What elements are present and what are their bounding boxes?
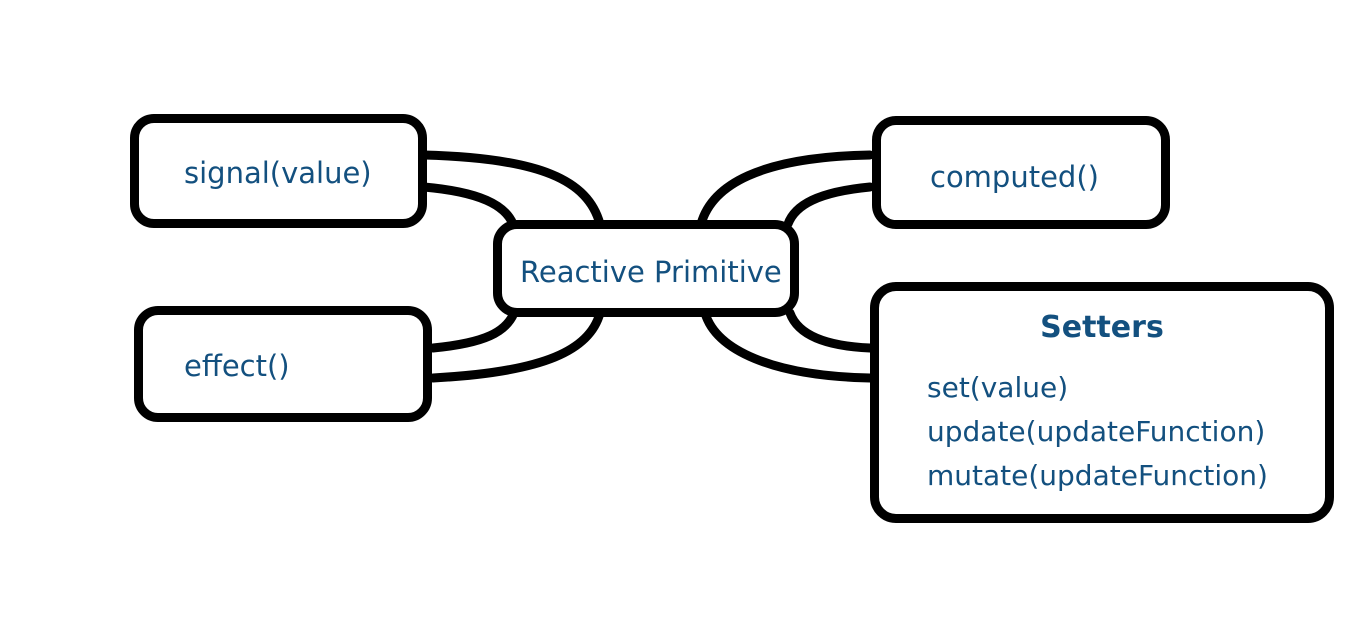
connector-computed-inner xyxy=(783,182,875,229)
computed-node: computed() xyxy=(872,116,1170,229)
setter-item-update: update(updateFunction) xyxy=(927,415,1266,448)
effect-node: effect() xyxy=(134,306,432,422)
signal-node-label: signal(value) xyxy=(184,156,372,190)
setters-node: Setters set(value) update(updateFunction… xyxy=(870,282,1334,523)
setters-title: Setters xyxy=(1040,310,1164,345)
reactive-primitive-node: Reactive Primitive xyxy=(493,220,799,317)
connector-effect-inner xyxy=(428,308,519,353)
setters-list: set(value) update(updateFunction) mutate… xyxy=(927,366,1268,498)
signal-node: signal(value) xyxy=(130,114,427,228)
connector-computed-outer xyxy=(696,150,875,229)
computed-node-label: computed() xyxy=(930,160,1099,194)
connector-setters-outer xyxy=(700,308,875,383)
connector-signal-inner xyxy=(419,182,518,229)
setter-item-set: set(value) xyxy=(927,371,1069,404)
connector-setters-inner xyxy=(785,308,875,353)
effect-node-label: effect() xyxy=(184,349,290,383)
connector-effect-outer xyxy=(428,308,605,383)
setter-item-mutate: mutate(updateFunction) xyxy=(927,459,1268,492)
connector-signal-outer xyxy=(419,150,605,229)
reactive-primitive-label: Reactive Primitive xyxy=(520,255,782,289)
